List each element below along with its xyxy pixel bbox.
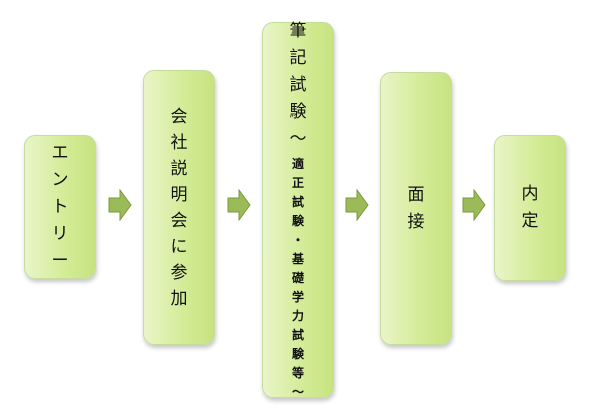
arrow-right-icon [227, 189, 251, 221]
step-entry-label: エ ン ト リ ー [51, 142, 69, 271]
step-written-exam: 筆 記 試 験 ～ 適 正 試 験 ・ 基 礎 学 力 試 験 等 ～ [262, 21, 334, 399]
step-company-briefing: 会 社 説 明 会 に 参 加 [143, 70, 215, 345]
step-interview: 面 接 [380, 72, 452, 345]
step-interview-label: 面 接 [407, 184, 425, 232]
step-company-briefing-label: 会 社 説 明 会 に 参 加 [170, 106, 188, 309]
arrow-right-icon [462, 189, 486, 221]
step-job-offer: 内 定 [494, 135, 566, 281]
step-job-offer-label: 内 定 [521, 184, 539, 231]
step-written-exam-detail: 適 正 試 験 ・ 基 礎 学 力 試 験 等 ～ [291, 157, 304, 399]
arrow-right-icon [345, 189, 369, 221]
step-entry: エ ン ト リ ー [24, 135, 96, 279]
arrow-right-icon [108, 189, 132, 221]
step-written-exam-label: 筆 記 試 験 ～ [289, 21, 307, 149]
